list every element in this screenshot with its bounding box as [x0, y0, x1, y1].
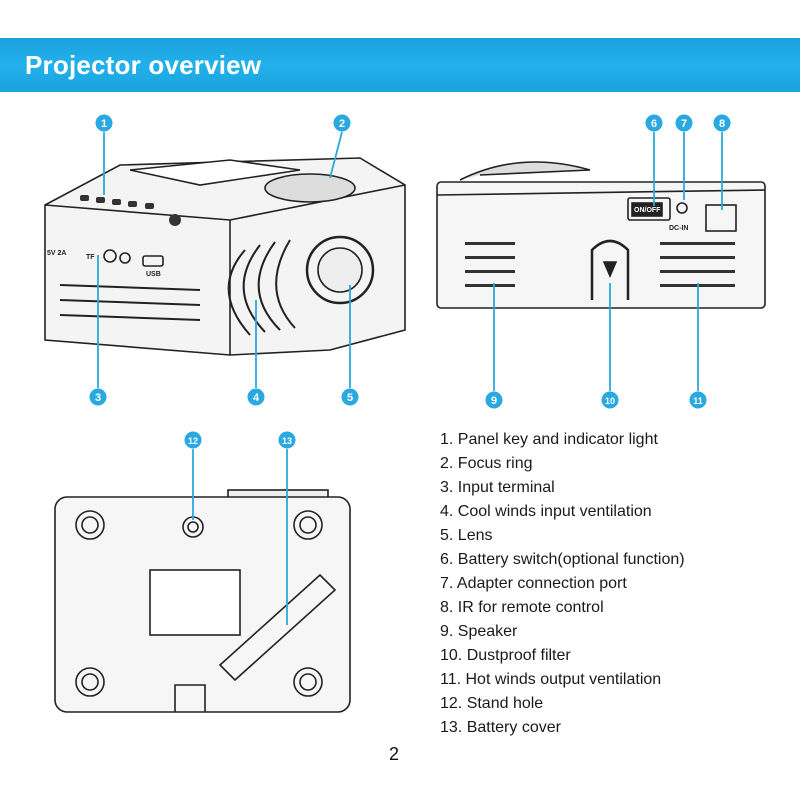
svg-text:8: 8 [719, 118, 725, 130]
callout-13: 13 [278, 431, 296, 449]
header-band: Projector overview [0, 38, 800, 92]
legend-item: 6. Battery switch(optional function) [440, 551, 685, 568]
callout-4: 4 [247, 388, 265, 406]
svg-text:4: 4 [253, 392, 260, 404]
svg-text:11: 11 [693, 396, 703, 406]
legend-item: 1. Panel key and indicator light [440, 431, 658, 448]
projector-front-view [44, 157, 406, 356]
callout-10: 10 [601, 391, 619, 409]
svg-text:2: 2 [339, 118, 345, 130]
projector-rear-view [436, 161, 766, 309]
svg-text:10: 10 [605, 396, 615, 406]
legend-item: 11. Hot winds output ventilation [440, 671, 662, 688]
callout-lines [97, 131, 723, 625]
page-number: 2 [389, 744, 400, 764]
parts-legend: 1. Panel key and indicator light 2. Focu… [440, 428, 685, 740]
svg-text:9: 9 [491, 395, 497, 407]
svg-text:6: 6 [651, 118, 657, 130]
dc-in-label: DC-IN [669, 225, 688, 232]
legend-item: 12. Stand hole [440, 695, 544, 712]
callout-12: 12 [184, 431, 202, 449]
callout-11: 11 [689, 391, 707, 409]
callout-1: 1 [95, 114, 113, 132]
tf-label: TF [86, 254, 95, 261]
usb-label: USB [146, 271, 161, 278]
svg-text:5: 5 [347, 392, 353, 404]
callout-9: 9 [485, 391, 503, 409]
legend-item: 13. Battery cover [440, 719, 561, 736]
callout-3: 3 [89, 388, 107, 406]
svg-text:12: 12 [188, 436, 198, 446]
legend-item: 10. Dustproof filter [440, 647, 571, 664]
legend-item: 7. Adapter connection port [440, 575, 627, 592]
svg-text:13: 13 [282, 436, 292, 446]
callout-6: 6 [645, 114, 663, 132]
legend-item: 5. Lens [440, 527, 493, 544]
front-vent [227, 239, 296, 336]
svg-text:1: 1 [101, 118, 107, 130]
callout-2: 2 [333, 114, 351, 132]
callout-markers: 1 2 3 4 5 6 7 8 9 10 11 12 13 [89, 114, 731, 449]
callout-8: 8 [713, 114, 731, 132]
svg-text:3: 3 [95, 392, 101, 404]
page-title: Projector overview [25, 50, 262, 80]
speaker-grille [465, 242, 515, 287]
legend-item: 4. Cool winds input ventilation [440, 503, 652, 520]
side-vent [59, 284, 201, 321]
legend-item: 9. Speaker [440, 623, 518, 640]
projector-bottom-view [54, 489, 351, 713]
panel-keys [80, 195, 181, 226]
callout-5: 5 [341, 388, 359, 406]
legend-item: 3. Input terminal [440, 479, 555, 496]
legend-item: 8. IR for remote control [440, 599, 604, 616]
power-rating-label: 5V 2A [47, 250, 66, 257]
svg-text:7: 7 [681, 118, 687, 130]
legend-item: 2. Focus ring [440, 455, 533, 472]
on-off-label: ON/OFF [634, 207, 661, 214]
callout-7: 7 [675, 114, 693, 132]
